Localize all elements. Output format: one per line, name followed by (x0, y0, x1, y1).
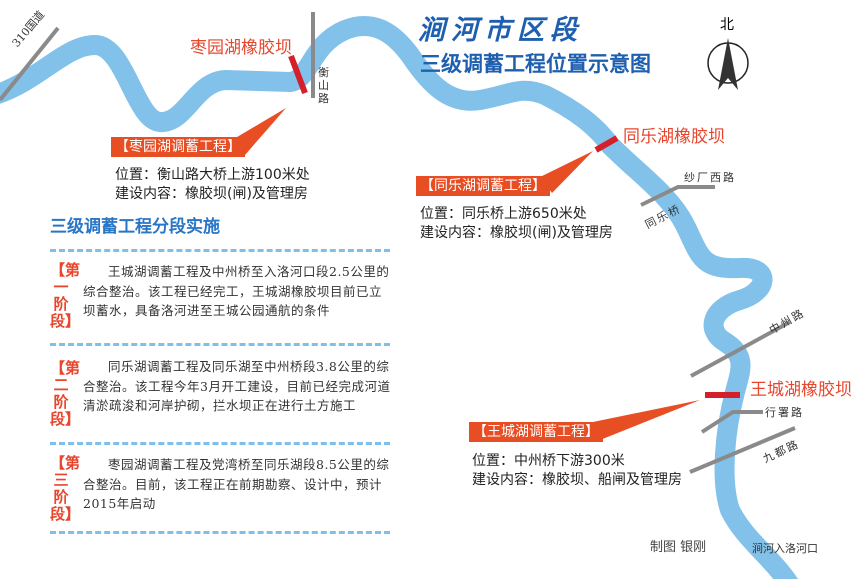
callout-banner-wangcheng: 【王城湖调蓄工程】 (469, 422, 603, 442)
callout-banner-zaoyuan: 【枣园湖调蓄工程】 (111, 137, 245, 157)
divider (50, 531, 390, 534)
callout-info-zaoyuan: 位置：衡山路大桥上游100米处 建设内容：橡胶坝(闸)及管理房 (115, 166, 310, 204)
dam-tongle-marker (594, 135, 619, 153)
road-label-shachang: 纱厂西路 (684, 171, 736, 184)
divider (50, 442, 390, 445)
phase-text-3: 枣园湖调蓄工程及党湾桥至同乐湖段8.5公里的综合整治。目前，该工程正在前期勘察、… (83, 457, 390, 511)
pointer-tongle (540, 151, 593, 193)
callout-banner-tongle: 【同乐湖调蓄工程】 (416, 176, 550, 196)
map-title: 涧河市区段 (418, 15, 583, 46)
pointer-zaoyuan (232, 108, 286, 155)
dam-label-tongle: 同乐湖橡胶坝 (623, 127, 725, 147)
phase-label-2: 【第二阶段】 (50, 359, 81, 428)
callout-content: 建设内容：橡胶坝(闸)及管理房 (420, 225, 613, 241)
callout-content: 建设内容：橡胶坝(闸)及管理房 (115, 186, 308, 202)
river-jianhe (0, 16, 799, 579)
callout-info-tongle: 位置：同乐桥上游650米处 建设内容：橡胶坝(闸)及管理房 (420, 205, 613, 243)
dam-label-zaoyuan: 枣园湖橡胶坝 (190, 38, 292, 58)
map-credit: 制图 银刚 (650, 540, 707, 555)
phases-heading: 三级调蓄工程分段实施 (50, 217, 220, 237)
callout-location: 位置：衡山路大桥上游100米处 (115, 167, 310, 183)
phase-text-1: 王城湖调蓄工程及中州桥至入洛河口段2.5公里的综合整治。该工程已经完工，王城湖橡… (83, 264, 390, 318)
map-subtitle: 三级调蓄工程位置示意图 (420, 52, 651, 76)
river-mouth-label: 涧河入洛河口 (752, 542, 818, 555)
road-label-xingshu: 行署路 (765, 406, 804, 419)
callout-location: 位置：同乐桥上游650米处 (420, 206, 587, 222)
callout-info-wangcheng: 位置：中州桥下游300米 建设内容：橡胶坝、船闸及管理房 (472, 452, 682, 490)
callout-content: 建设内容：橡胶坝、船闸及管理房 (472, 472, 682, 488)
road-zhongzhou (690, 320, 791, 378)
dam-zaoyuan-marker (288, 54, 308, 95)
road-label-hengshan: 衡山路 (318, 66, 329, 105)
compass-icon (707, 38, 749, 90)
pointer-wangcheng (588, 400, 700, 440)
road-shachang (640, 185, 715, 207)
road-310 (0, 26, 60, 102)
divider (50, 343, 390, 346)
divider (50, 249, 390, 252)
callout-location: 位置：中州桥下游300米 (472, 453, 625, 469)
phase-text-2: 同乐湖调蓄工程及同乐湖至中州桥段3.8公里的综合整治。该工程今年3月开工建设，目… (83, 359, 391, 413)
dam-label-wangcheng: 王城湖橡胶坝 (750, 380, 852, 400)
phase-label-3: 【第三阶段】 (50, 454, 81, 523)
phase-label-1: 【第一阶段】 (50, 261, 81, 330)
road-xingshu (700, 410, 763, 434)
compass-north-label: 北 (720, 17, 734, 33)
road-jiudu (689, 426, 796, 474)
